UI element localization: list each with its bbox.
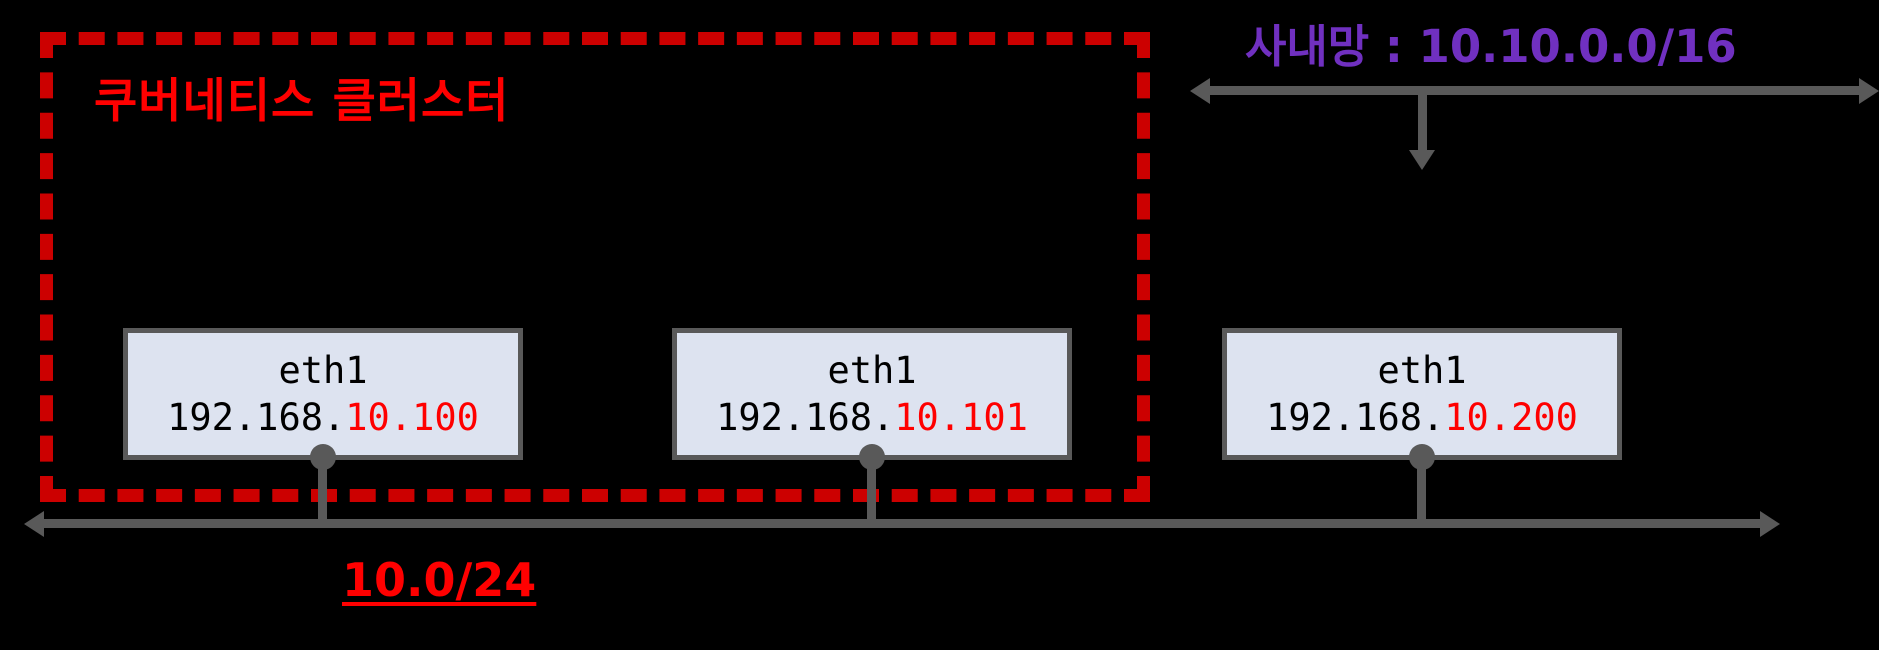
node-3-ip-suffix: 10.200	[1444, 396, 1578, 439]
node-2-bus-stem	[867, 455, 876, 523]
internal-bus-stem-node-3	[1418, 90, 1427, 152]
internal-network-bus	[1205, 86, 1865, 95]
service-bus-left-arrow-icon	[24, 511, 44, 537]
node-2-ip-prefix: 192.168.	[716, 396, 895, 439]
node-3-bus-stem	[1417, 455, 1426, 523]
node-3-ip-prefix: 192.168.	[1266, 396, 1445, 439]
node-box-1[interactable]: eth1 192.168.10.100	[123, 328, 523, 460]
node-1-interface-label: eth1	[278, 348, 368, 392]
internal-bus-down-arrow-icon	[1409, 150, 1435, 170]
node-1-ip-address: 192.168.10.100	[167, 394, 479, 441]
node-box-3[interactable]: eth1 192.168.10.200	[1222, 328, 1622, 460]
service-network-label: 10.0/24	[342, 553, 537, 607]
node-3-interface-label: eth1	[1377, 348, 1467, 392]
node-3-ip-address: 192.168.10.200	[1266, 394, 1578, 441]
service-bus-right-arrow-icon	[1760, 511, 1780, 537]
node-2-interface-label: eth1	[827, 348, 917, 392]
node-2-ip-address: 192.168.10.101	[716, 394, 1028, 441]
internal-network-label: 사내망 : 10.10.0.0/16	[1245, 20, 1737, 73]
internal-bus-right-arrow-icon	[1859, 78, 1879, 104]
node-1-bus-stem	[318, 455, 327, 523]
node-2-ip-suffix: 10.101	[894, 396, 1028, 439]
node-1-ip-prefix: 192.168.	[167, 396, 346, 439]
node-1-ip-suffix: 10.100	[345, 396, 479, 439]
service-network-bus	[40, 519, 1765, 528]
internal-bus-left-arrow-icon	[1190, 78, 1210, 104]
node-box-2[interactable]: eth1 192.168.10.101	[672, 328, 1072, 460]
cluster-title-label: 쿠버네티스 클러스터	[94, 74, 510, 129]
